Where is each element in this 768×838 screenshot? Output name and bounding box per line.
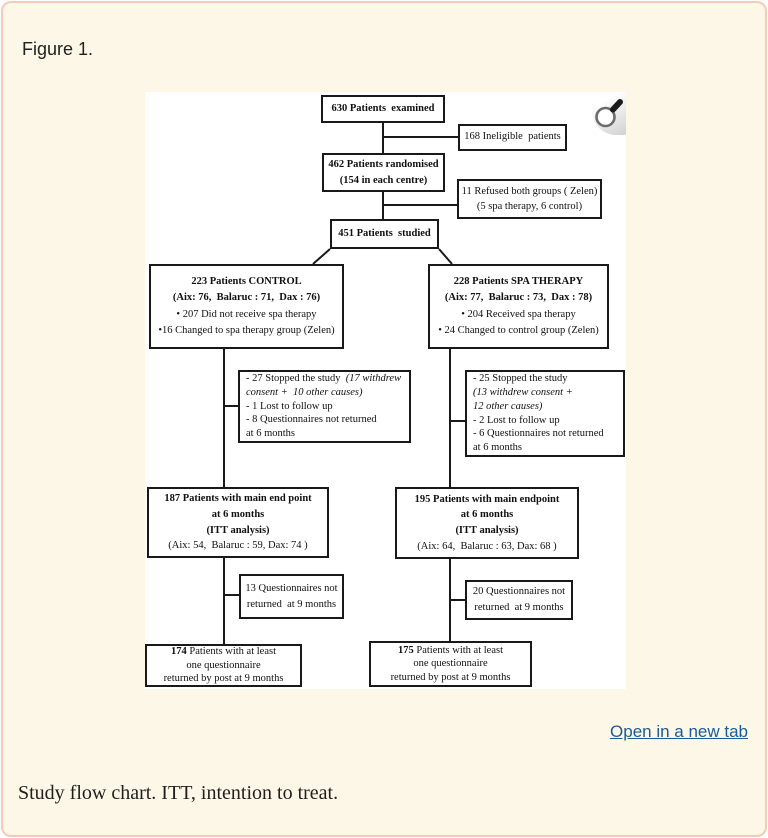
flow-box-studied: 451 Patients studied — [330, 219, 439, 249]
flow-box-itt-spa: 195 Patients with main endpoint at 6 mon… — [395, 487, 579, 559]
flow-box-line: • 207 Did not receive spa therapy — [176, 308, 317, 320]
flow-connectors — [223, 123, 465, 644]
flow-box-line: returned by post at 9 months — [163, 673, 284, 685]
flow-box-control-group: 223 Patients CONTROL (Aix: 76, Balaruc :… — [149, 264, 344, 349]
flow-box-line: 168 Ineligible patients — [464, 131, 561, 143]
flow-box-line: at 6 months — [211, 508, 265, 520]
flow-box-line: at 6 months — [246, 428, 295, 440]
flow-text: Patients with at least — [186, 646, 276, 658]
flow-box-line: (ITT analysis) — [206, 524, 270, 536]
flow-box-line: 13 Questionnaires not — [245, 582, 338, 594]
flow-box-line: 12 other causes) — [473, 400, 543, 412]
flow-box-line: consent + 10 other causes) — [246, 386, 363, 398]
figure-label: Figure 1. — [22, 39, 94, 59]
flow-box-stopped-control: - 27 Stopped the study (17 withdrew cons… — [238, 370, 411, 443]
flow-box-line: (13 withdrew consent + — [473, 386, 573, 398]
flow-box-line: at 6 months — [473, 442, 522, 454]
flow-box-line: - 27 Stopped the study (17 withdrew — [246, 372, 407, 386]
flow-box-line: - 6 Questionnaires not returned — [473, 428, 604, 440]
flow-box-line: 462 Patients randomised — [328, 159, 439, 171]
flow-box-refused: 11 Refused both groups ( Zelen) (5 spa t… — [457, 179, 602, 219]
flow-box-line: at 6 months — [460, 509, 514, 521]
flow-box-line: 11 Refused both groups ( Zelen) — [461, 185, 598, 197]
flow-box-line: (Aix: 64, Balaruc : 63, Dax: 68 ) — [417, 540, 557, 552]
flow-box-examined: 630 Patients examined — [321, 95, 445, 123]
flow-box-itt-control: 187 Patients with main end point at 6 mo… — [147, 487, 329, 558]
magnifier-icon — [595, 99, 623, 128]
flow-box-line: one questionnaire — [413, 658, 488, 670]
flow-box-line: 195 Patients with main endpoint — [414, 493, 560, 505]
flow-box-line: 187 Patients with main end point — [164, 493, 312, 504]
flow-box-line: - 25 Stopped the study — [473, 372, 568, 384]
open-in-new-tab-link[interactable]: Open in a new tab — [610, 722, 748, 741]
flow-box-line: 451 Patients studied — [338, 227, 431, 239]
flow-box-line: - 1 Lost to follow up — [246, 400, 333, 412]
flow-box-line: • 204 Received spa therapy — [461, 308, 576, 320]
flow-box-spa-therapy-group: 228 Patients SPA THERAPY (Aix: 77, Balar… — [428, 264, 609, 349]
flow-box-line: - 2 Lost to follow up — [473, 414, 560, 426]
flow-box-q9-control: 13 Questionnaires not returned at 9 mont… — [239, 574, 344, 619]
flow-box-line: (Aix: 77, Balaruc : 73, Dax : 78) — [444, 292, 593, 304]
flow-box-line: returned at 9 months — [474, 602, 564, 613]
flow-box-line: (Aix: 54, Balaruc : 59, Dax: 74 ) — [168, 540, 308, 552]
flow-box-randomised: 462 Patients randomised (154 in each cen… — [322, 153, 445, 192]
flow-box-line: •16 Changed to spa therapy group (Zelen) — [158, 324, 335, 336]
flow-box-stopped-spa: - 25 Stopped the study (13 withdrew cons… — [465, 370, 625, 457]
flow-box-line: 175 Patients with at least — [373, 644, 528, 658]
flow-box-final-control: 174 Patients with at least one questionn… — [145, 644, 302, 687]
flow-box-line: one questionnaire — [186, 659, 261, 671]
flow-box-line: 630 Patients examined — [331, 102, 435, 114]
flow-box-q9-spa: 20 Questionnaires not returned at 9 mont… — [465, 580, 573, 620]
flow-box-final-spa: 175 Patients with at least one questionn… — [369, 641, 532, 687]
flow-box-line: 174 Patients with at least — [149, 645, 298, 659]
flow-box-line: 223 Patients CONTROL — [191, 275, 302, 287]
flow-text-italic: (17 withdrew — [345, 372, 402, 384]
zoom-button[interactable] — [592, 92, 626, 135]
flow-text-bold: 175 — [398, 644, 414, 656]
flow-box-line: returned by post at 9 months — [390, 671, 511, 683]
figure-panel[interactable]: 630 Patients examined 168 Ineligible pat… — [145, 92, 626, 689]
flow-box-line: 20 Questionnaires not — [472, 586, 566, 598]
flow-text: Patients with at least — [413, 644, 503, 656]
flow-text: - 27 Stopped the study — [246, 372, 346, 384]
flow-box-line: (5 spa therapy, 6 control) — [476, 201, 583, 212]
flow-box-line: returned at 9 months — [246, 598, 337, 610]
flow-box-line: (ITT analysis) — [455, 525, 519, 536]
flow-box-line: (154 in each centre) — [339, 174, 428, 186]
flow-box-line: (Aix: 76, Balaruc : 71, Dax : 76) — [172, 292, 321, 304]
flow-text-bold: 174 — [171, 646, 187, 658]
flow-box-line: 228 Patients SPA THERAPY — [453, 275, 584, 287]
flow-box-line: • 24 Changed to control group (Zelen) — [438, 324, 599, 336]
flow-box-ineligible: 168 Ineligible patients — [458, 124, 567, 151]
flow-box-line: - 8 Questionnaires not returned — [246, 414, 377, 426]
figure-caption: Study flow chart. ITT, intention to trea… — [18, 782, 339, 804]
